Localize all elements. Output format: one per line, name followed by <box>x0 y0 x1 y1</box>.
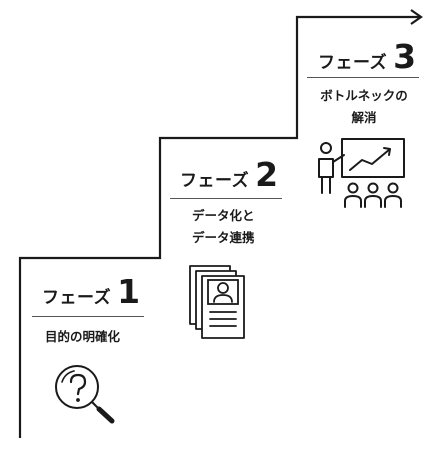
phase-3-word: フェーズ <box>318 53 388 73</box>
phase-1-description: 目的の明確化 <box>45 326 120 348</box>
phase-1-word: フェーズ <box>42 288 112 308</box>
phase-2-line-1: データ化と <box>192 208 255 223</box>
phase-2-line-2: データ連携 <box>192 230 255 245</box>
presentation-audience-icon <box>318 138 405 208</box>
phase-1-number: 1 <box>117 272 141 311</box>
phase-3-line-1: ボトルネックの <box>320 88 408 103</box>
phase-2-divider <box>170 198 282 199</box>
magnifier-question-icon <box>55 365 115 424</box>
phase-2-number: 2 <box>255 155 279 194</box>
documents-profile-icon <box>189 265 245 339</box>
phase-3-title: フェーズ 3 <box>318 40 416 80</box>
phase-1-divider <box>32 316 144 317</box>
phase-2-word: フェーズ <box>180 171 250 191</box>
phase-3-divider <box>307 77 419 78</box>
phase-1-title: フェーズ 1 <box>42 275 140 315</box>
phase-2-title: フェーズ 2 <box>180 158 278 198</box>
phase-1-line-1: 目的の明確化 <box>45 329 121 344</box>
phase-2-description: データ化と データ連携 <box>192 205 255 249</box>
phase-3-number: 3 <box>393 37 417 76</box>
phase-3-description: ボトルネックの 解消 <box>305 85 423 129</box>
phase-3-line-2: 解消 <box>351 110 377 125</box>
